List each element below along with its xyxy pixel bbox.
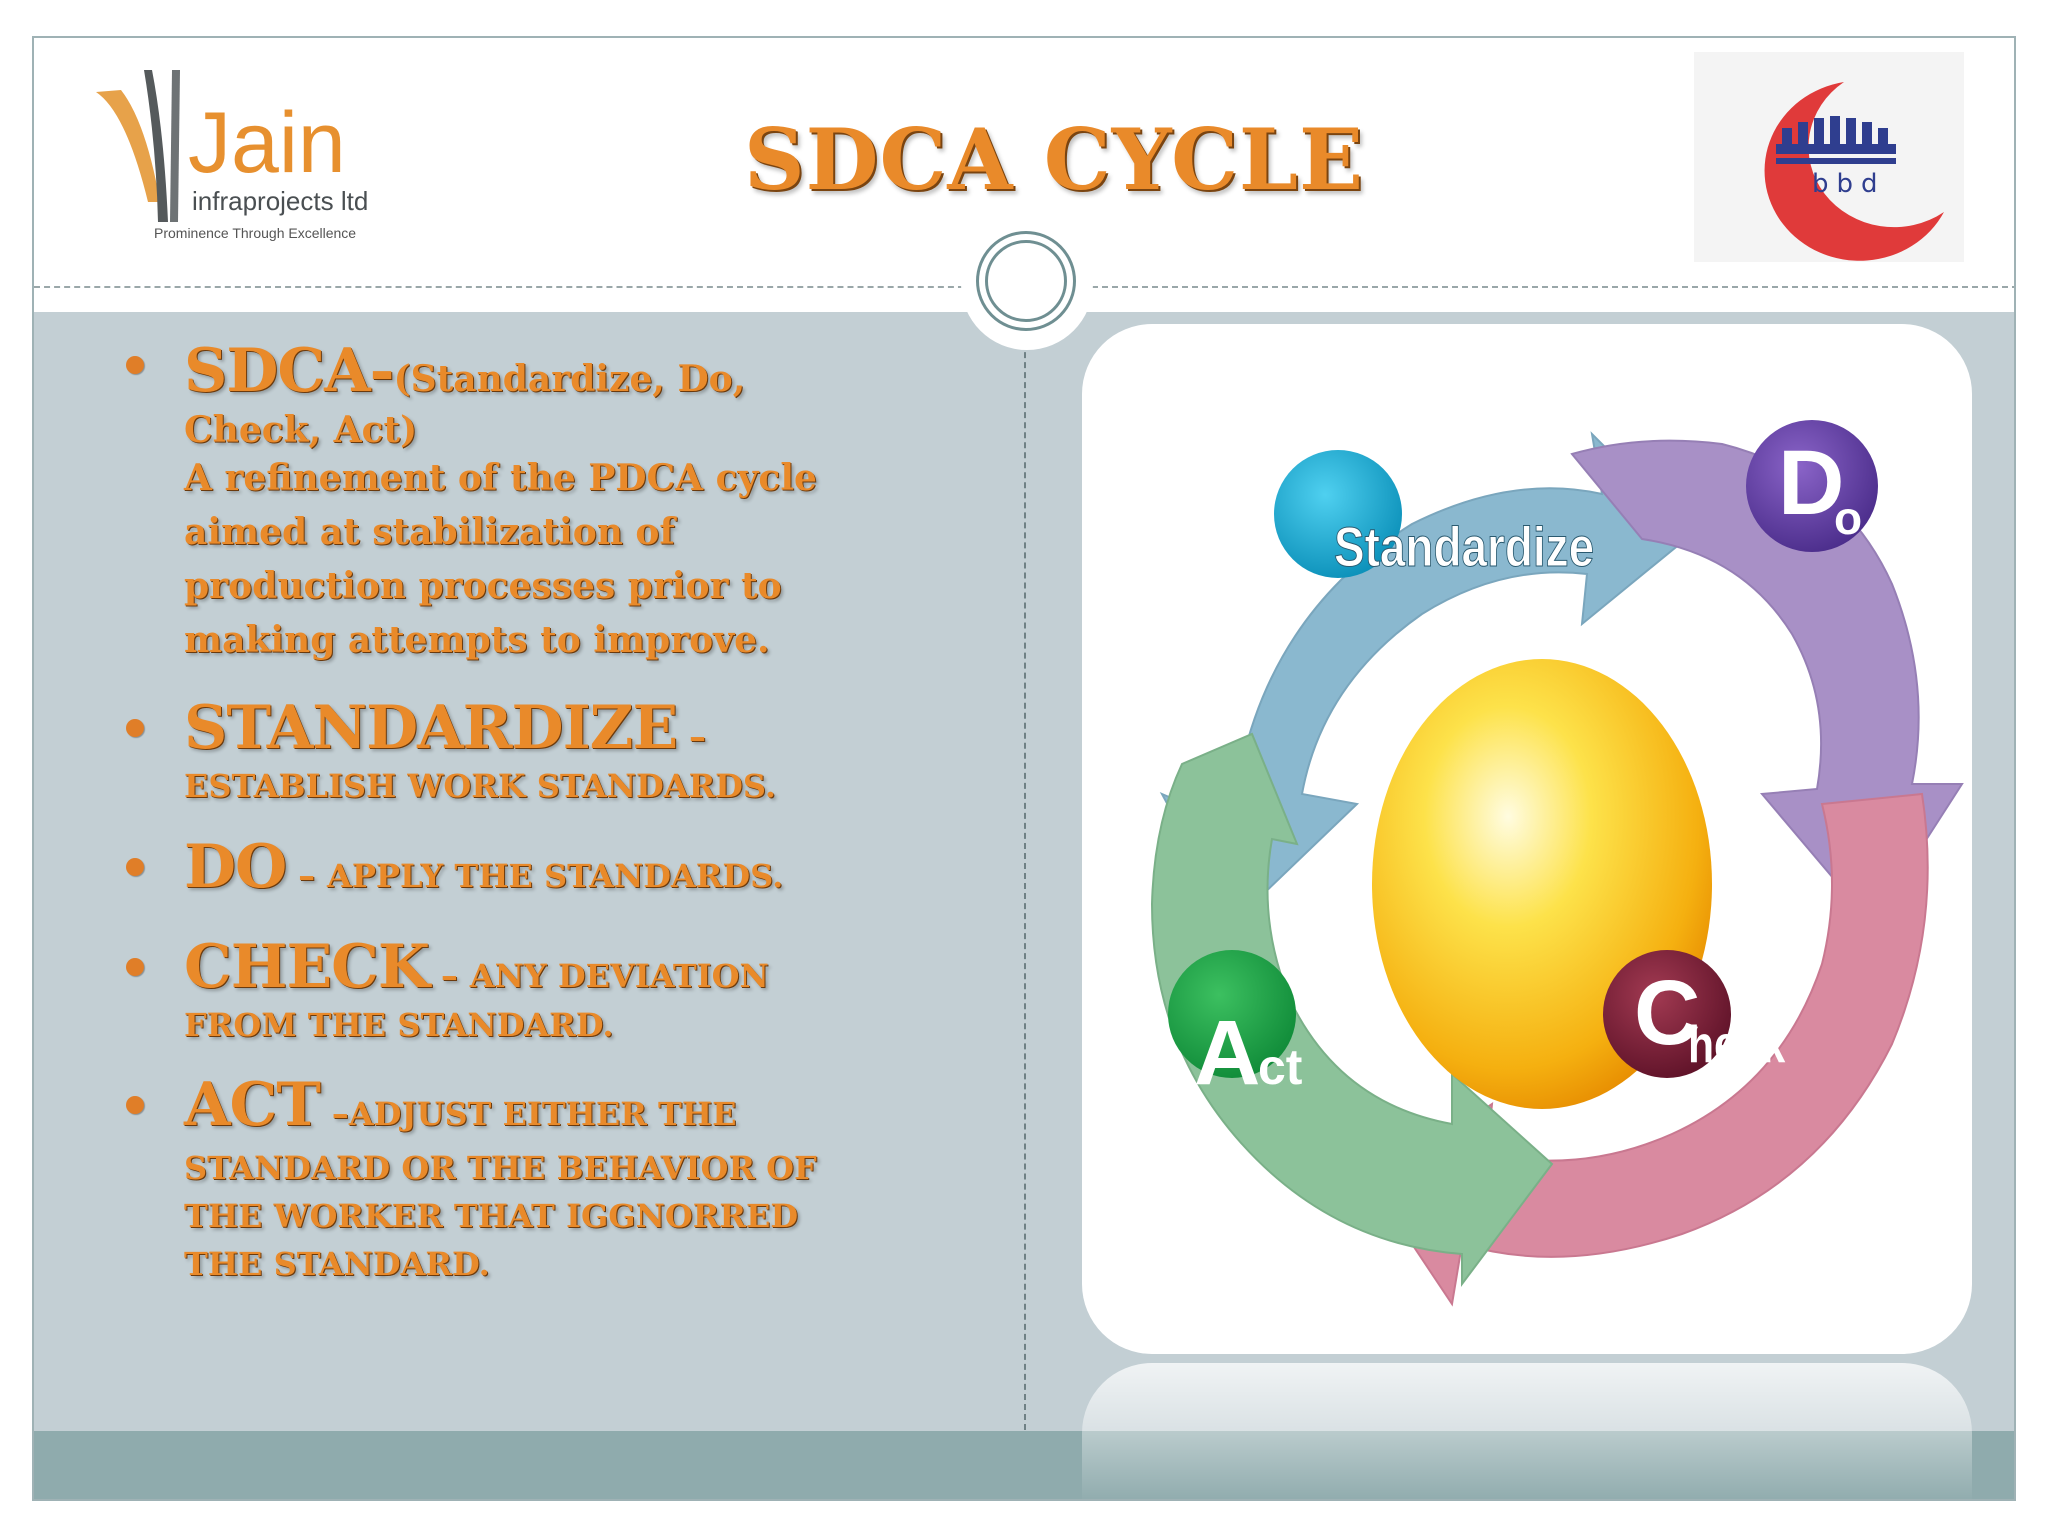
slide: Jain infraprojects ltd Prominence Throug… xyxy=(32,36,2016,1501)
header-divider-left xyxy=(34,286,974,288)
bullet-sdca-head: SDCA- xyxy=(184,336,395,406)
header-divider-right xyxy=(1092,286,2014,288)
diagram-reflection xyxy=(1082,1363,1972,1499)
bbd-logo: bbd xyxy=(1694,52,1964,262)
jain-logo-sub: infraprojects ltd xyxy=(192,186,368,216)
bullet-do: DO – APPLY THE STANDARDS. xyxy=(104,828,964,906)
act-label-small: ct xyxy=(1258,1039,1303,1095)
act-ball xyxy=(1168,950,1296,1078)
bullet-list: SDCA-(Standardize, Do, Check, Act) A ref… xyxy=(104,332,964,1310)
jain-logo-text: Jain xyxy=(188,95,346,191)
bullet-standardize-head: STANDARDIZE xyxy=(184,693,678,764)
act-arrow xyxy=(1150,732,1554,1287)
bullet-standardize: STANDARDIZE – ESTABLISH WORK STANDARDS. xyxy=(104,689,964,805)
bullet-standardize-desc: ESTABLISH WORK STANDARDS. xyxy=(184,767,777,806)
jain-logo: Jain infraprojects ltd Prominence Throug… xyxy=(96,70,368,241)
sdca-cycle-diagram: Standardize D o C heck A ct xyxy=(1150,420,1964,1307)
bullet-act-desc-2: STANDARD OR THE BEHAVIOR OF xyxy=(184,1149,817,1188)
bullet-do-head: DO xyxy=(184,831,287,902)
check-label-small: heck xyxy=(1688,1016,1786,1074)
bullet-sdca-head-tail: (Standardize, Do, xyxy=(393,358,746,400)
check-label-big: C xyxy=(1634,962,1700,1064)
bullet-dot xyxy=(126,719,144,738)
bullet-check: CHECK – ANY DEVIATION FROM THE STANDARD. xyxy=(104,928,964,1044)
ring-ornament xyxy=(976,231,1076,331)
bullet-act: ACT –ADJUST EITHER THE STANDARD OR THE B… xyxy=(104,1066,964,1288)
column-divider xyxy=(1024,312,1026,1430)
bullet-dot xyxy=(126,857,144,876)
bullet-standardize-sep: – xyxy=(677,717,707,758)
bullet-act-head: ACT xyxy=(184,1070,321,1141)
jain-logo-tagline: Prominence Through Excellence xyxy=(154,225,356,241)
bullet-do-sep: – xyxy=(286,855,327,896)
standardize-ball xyxy=(1274,450,1402,578)
bullet-do-desc: APPLY THE STANDARDS. xyxy=(326,856,784,895)
do-ball xyxy=(1746,420,1878,552)
bullet-dot xyxy=(126,356,144,374)
bullet-check-sep: – xyxy=(429,955,470,996)
bullet-sdca-line2: Check, Act) xyxy=(184,409,418,451)
bullet-sdca-desc-2: aimed at stabilization of xyxy=(184,511,675,554)
slide-title: SDCA CYCLE xyxy=(743,110,1365,209)
check-ball xyxy=(1603,950,1731,1078)
bullet-sdca-desc-1: A refinement of the PDCA cycle xyxy=(184,457,817,500)
bullet-check-desc: ANY DEVIATION xyxy=(469,956,769,995)
ring-ornament-inner xyxy=(985,240,1067,322)
do-label-small: o xyxy=(1834,492,1862,544)
bullet-act-desc-4: THE STANDARD. xyxy=(184,1245,490,1284)
bullet-sdca-desc-4: making attempts to improve. xyxy=(184,619,770,662)
bullet-check-head: CHECK xyxy=(184,931,430,1002)
bullet-act-desc: ADJUST EITHER THE xyxy=(348,1095,737,1134)
bullet-check-desc-2: FROM THE STANDARD. xyxy=(184,1005,614,1044)
do-label-big: D xyxy=(1778,432,1844,534)
bullet-sdca-desc-3: production processes prior to xyxy=(184,565,782,608)
standardize-label: Standardize xyxy=(1334,516,1594,578)
bullet-dot xyxy=(126,1096,144,1115)
act-label-big: A xyxy=(1194,1002,1260,1104)
bullet-sdca: SDCA-(Standardize, Do, Check, Act) A ref… xyxy=(104,332,964,667)
bullet-act-sep: – xyxy=(319,1094,349,1135)
bullet-act-desc-3: THE WORKER THAT IGGNORRED xyxy=(184,1197,799,1236)
bbd-logo-text: bbd xyxy=(1812,169,1886,199)
bullet-dot xyxy=(126,957,144,976)
